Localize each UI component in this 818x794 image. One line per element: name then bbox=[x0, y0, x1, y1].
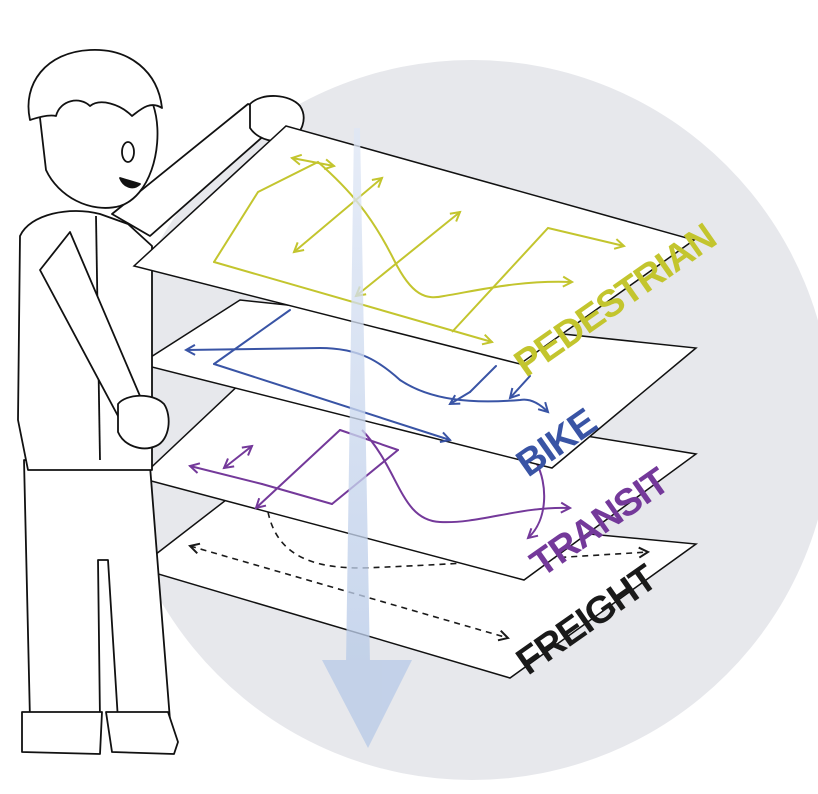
bike-route bbox=[213, 309, 291, 365]
flow-arrow bbox=[322, 128, 412, 748]
person-hand-lower bbox=[117, 394, 170, 450]
person-hair bbox=[27, 49, 163, 121]
bike-route bbox=[510, 375, 531, 398]
pedestrian-route bbox=[356, 212, 460, 296]
pedestrian-route bbox=[292, 158, 334, 166]
person-shoe-left bbox=[21, 711, 103, 755]
flow-arrow-head bbox=[322, 660, 412, 748]
flow-arrow-shaft bbox=[346, 128, 370, 664]
pedestrian-route bbox=[294, 178, 382, 252]
person-shoe-right bbox=[105, 711, 179, 755]
pedestrian-route bbox=[213, 191, 259, 263]
bike-route bbox=[469, 365, 497, 393]
pedestrian-route bbox=[451, 226, 624, 333]
transit-route bbox=[261, 483, 333, 505]
person-eye bbox=[121, 141, 135, 163]
transit-route bbox=[361, 429, 570, 524]
transit-route bbox=[256, 429, 341, 508]
person-mouth bbox=[119, 177, 141, 189]
person-figure bbox=[17, 49, 305, 755]
person-legs bbox=[23, 459, 171, 721]
transit-route bbox=[528, 461, 546, 538]
bike-route bbox=[450, 391, 471, 404]
transit-route bbox=[190, 466, 263, 485]
bike-route bbox=[213, 363, 450, 440]
transit-route bbox=[224, 446, 252, 468]
